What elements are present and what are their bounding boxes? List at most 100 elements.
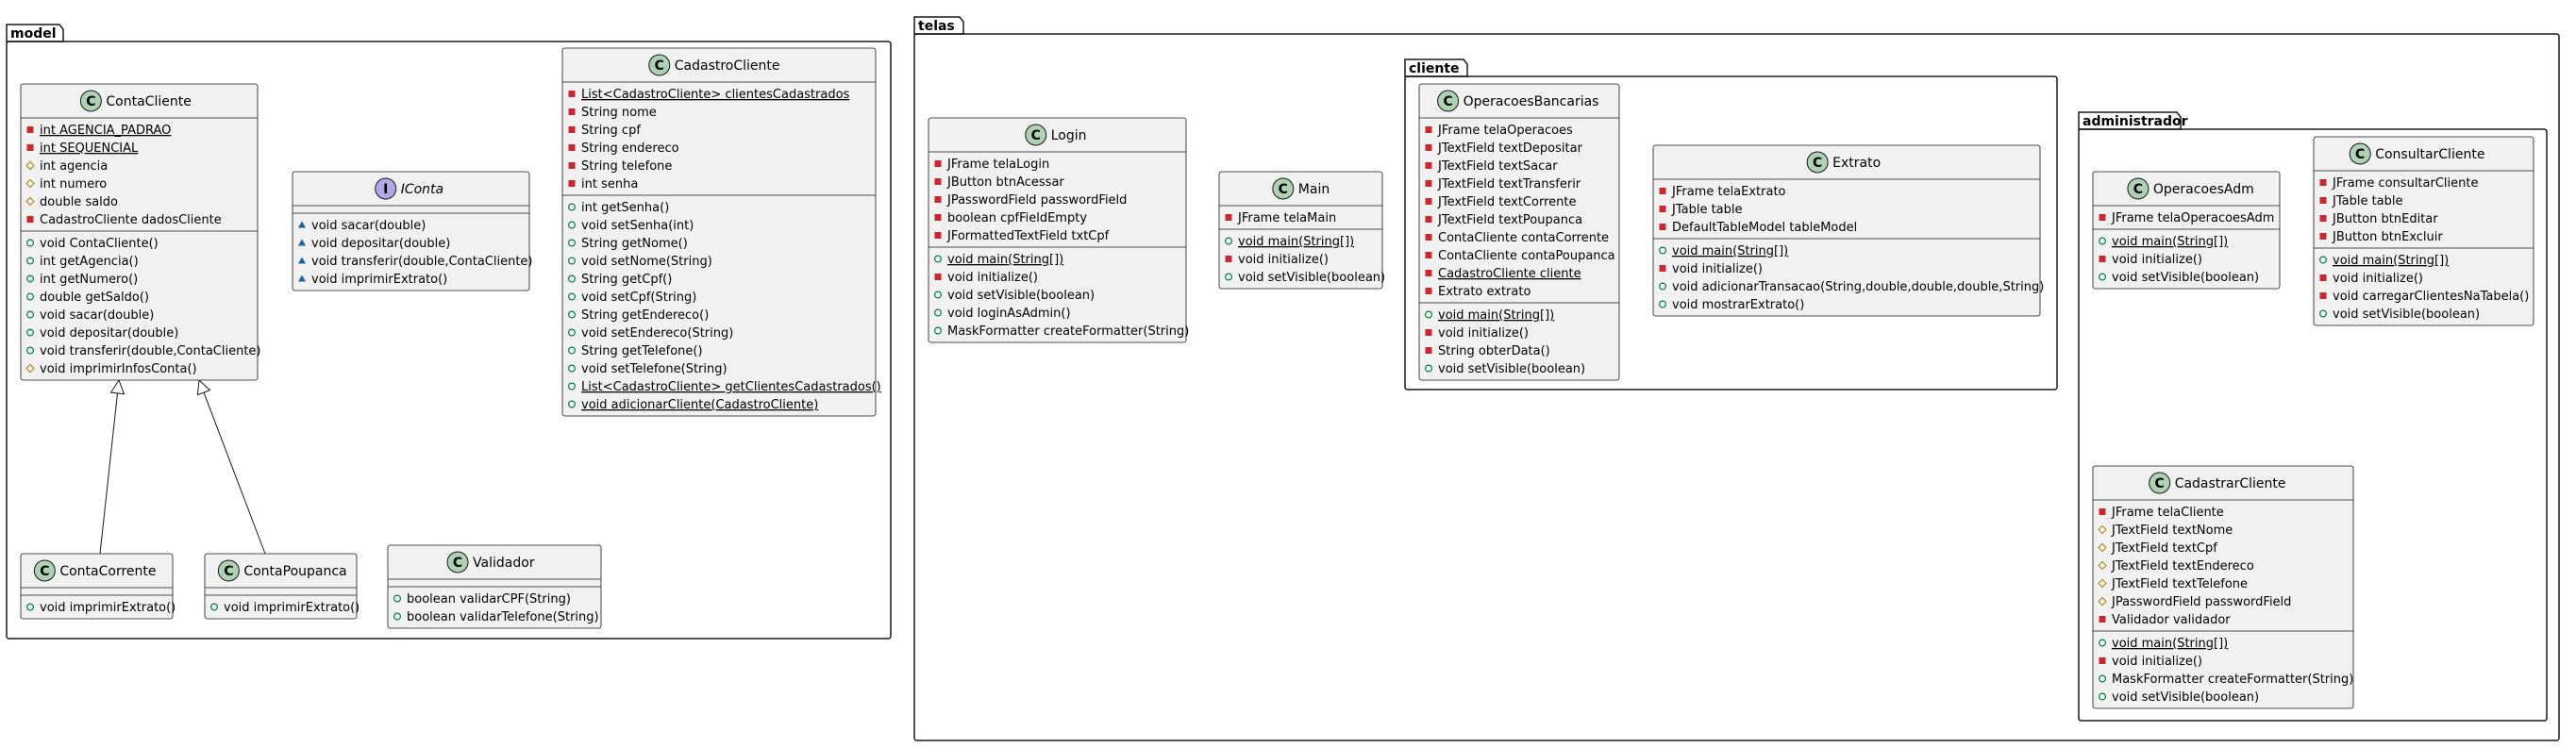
- private-visibility-icon: [2099, 657, 2106, 664]
- class-method: void main(String[]): [1224, 235, 1354, 249]
- public-visibility-icon: [567, 239, 576, 247]
- private-visibility-icon: [1659, 188, 1666, 194]
- class-field-text: JFrame telaLogin: [946, 158, 1049, 172]
- class-field: JFrame telaMain: [1225, 211, 1336, 225]
- class-field: JFormattedTextField txtCpf: [934, 229, 1110, 243]
- class-method: void initialize(): [1425, 326, 1529, 341]
- class-stereotype-icon: C: [1272, 177, 1295, 200]
- class-field-text: Validador validador: [2112, 613, 2231, 627]
- class-method-text: void main(String[]): [947, 253, 1063, 267]
- private-visibility-icon: [2319, 233, 2327, 240]
- private-visibility-icon: [1425, 329, 1432, 336]
- class-method-text: String getEndereco(): [581, 308, 709, 323]
- class-field-text: JTable table: [2332, 194, 2403, 208]
- class-field-text: JTextField textSacar: [1437, 159, 1558, 174]
- class-method: boolean validarCPF(String): [393, 592, 571, 607]
- public-visibility-icon: [26, 328, 35, 337]
- public-visibility-icon: [210, 603, 219, 611]
- public-visibility-icon: [2319, 256, 2328, 264]
- class-method: void setVisible(boolean): [1424, 362, 1585, 376]
- class-field-text: int SEQUENCIAL: [40, 141, 139, 156]
- svg-text:C: C: [453, 556, 462, 571]
- private-visibility-icon: [1425, 252, 1432, 258]
- class-field: JTextField textCorrente: [1425, 195, 1576, 209]
- package-frame: [1404, 75, 2058, 391]
- class-method-text: void sacar(double): [40, 308, 154, 323]
- class-method: void imprimirExtrato(): [26, 601, 176, 615]
- class-field-text: JFrame telaExtrato: [1671, 185, 1786, 199]
- svg-text:C: C: [224, 564, 233, 579]
- class-method-text: double getSaldo(): [40, 291, 149, 305]
- class-method-text: void initialize(): [2112, 253, 2202, 267]
- private-visibility-icon: [2099, 508, 2106, 515]
- class-stereotype-icon: C: [2127, 177, 2149, 200]
- class-method: void transferir(double,ContaCliente): [298, 255, 533, 269]
- svg-text:C: C: [1443, 94, 1452, 109]
- public-visibility-icon: [567, 364, 576, 373]
- class-field-text: JFrame consultarCliente: [2332, 176, 2478, 191]
- class-name: ContaPoupanca: [243, 564, 346, 579]
- pkg-cliente: cliente: [1404, 58, 2058, 391]
- private-visibility-icon: [1225, 214, 1232, 221]
- class-method-text: int getSenha(): [581, 201, 669, 215]
- private-visibility-icon: [1659, 265, 1666, 272]
- class-field: JPasswordField passwordField: [2098, 595, 2291, 609]
- public-visibility-icon: [26, 310, 35, 319]
- svg-text:C: C: [2355, 147, 2365, 162]
- class-field: double saldo: [25, 195, 118, 209]
- class-method: void transferir(double,ContaCliente): [26, 344, 261, 358]
- class-method-text: void main(String[]): [1238, 235, 1354, 249]
- private-visibility-icon: [934, 232, 942, 239]
- public-visibility-icon: [1424, 364, 1432, 373]
- private-visibility-icon: [2099, 616, 2106, 623]
- class-field-text: int AGENCIA_PADRAO: [40, 124, 171, 138]
- class-method-text: void mostrarExtrato(): [1672, 298, 1804, 312]
- public-visibility-icon: [26, 274, 35, 283]
- class-field: String endereco: [568, 141, 679, 156]
- pkg-telas: telas: [913, 16, 2560, 741]
- inheritance-arrowhead: [196, 378, 211, 396]
- private-visibility-icon: [1425, 162, 1432, 169]
- class-field: JFrame consultarCliente: [2319, 176, 2478, 191]
- private-visibility-icon: [1659, 224, 1666, 230]
- package-tab: [2078, 111, 2182, 130]
- class-method: void main(String[]): [1424, 308, 1554, 323]
- class-field: CadastroCliente dadosCliente: [26, 213, 222, 227]
- class-field: int senha: [568, 177, 638, 191]
- class-method-text: void initialize(): [1672, 262, 1763, 276]
- class-field: JButton btnAcessar: [934, 175, 1064, 190]
- class-field-text: ContaCliente contaPoupanca: [1438, 249, 1615, 263]
- private-visibility-icon: [2319, 274, 2327, 281]
- svg-text:C: C: [86, 94, 95, 109]
- class-method-text: void initialize(): [947, 271, 1038, 285]
- public-visibility-icon: [567, 257, 576, 265]
- class-method: double getSaldo(): [26, 291, 149, 305]
- class-method-text: void depositar(double): [40, 326, 178, 341]
- class-field-text: boolean cpfFieldEmpty: [947, 211, 1087, 225]
- class-method: void setVisible(boolean): [2099, 271, 2259, 285]
- private-visibility-icon: [568, 162, 576, 169]
- class-field: String telefone: [568, 159, 672, 174]
- class-method-text: void transferir(double,ContaCliente): [311, 255, 533, 269]
- class-method-text: void carregarClientesNaTabela(): [2333, 290, 2529, 304]
- class-box: [292, 171, 530, 291]
- public-visibility-icon: [567, 310, 576, 319]
- class-box: [561, 47, 877, 417]
- package-tab: [1404, 58, 1468, 77]
- class-method-text: int getAgencia(): [40, 255, 139, 269]
- public-visibility-icon: [26, 292, 35, 301]
- class-field-text: JTable table: [1671, 203, 1743, 217]
- public-visibility-icon: [26, 603, 35, 611]
- public-visibility-icon: [2099, 237, 2107, 245]
- svg-text:C: C: [2155, 476, 2165, 491]
- class-field: JTextField textNome: [2098, 524, 2233, 538]
- class-method: String getEndereco(): [567, 308, 709, 323]
- class-box: [2313, 136, 2534, 326]
- class-method-text: List<CadastroCliente> getClientesCadastr…: [581, 380, 881, 394]
- class-method-text: void setTelefone(String): [581, 362, 728, 376]
- inheritance-arrowhead: [109, 378, 125, 395]
- private-visibility-icon: [568, 144, 576, 151]
- private-visibility-icon: [1425, 288, 1432, 294]
